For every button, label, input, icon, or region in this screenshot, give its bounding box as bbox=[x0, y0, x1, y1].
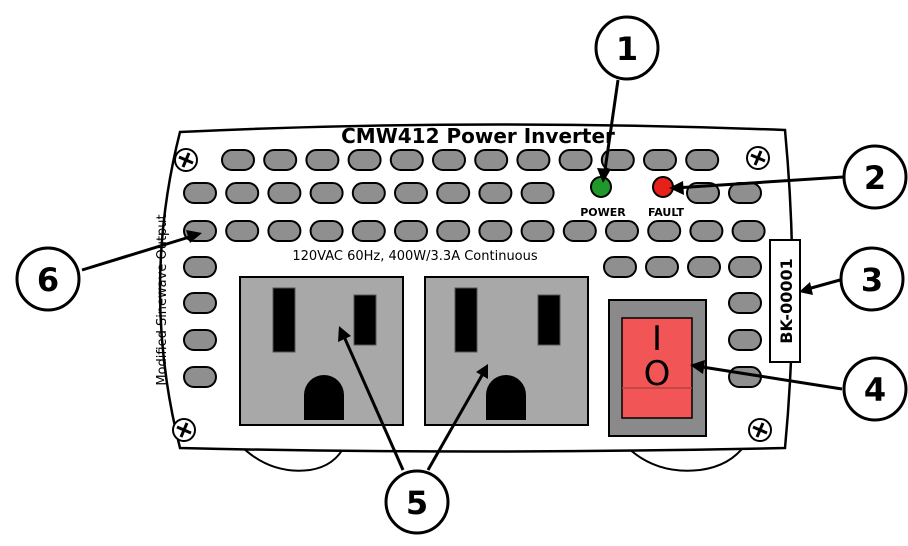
callout-5: 5 bbox=[384, 469, 450, 535]
power-switch[interactable]: I O bbox=[608, 299, 707, 437]
vent-slot bbox=[221, 149, 255, 171]
fault-led bbox=[652, 176, 674, 198]
rating-label: 120VAC 60Hz, 400W/3.3A Continuous bbox=[292, 249, 538, 264]
vent-slot bbox=[309, 182, 344, 204]
vent-slot bbox=[728, 329, 762, 351]
vent-slot bbox=[351, 220, 386, 242]
callout-2: 2 bbox=[842, 144, 908, 210]
vent-slot bbox=[474, 149, 509, 171]
vent-slot bbox=[183, 292, 217, 314]
vent-slot bbox=[645, 256, 679, 278]
vent-slot bbox=[389, 149, 424, 171]
vent-slot bbox=[394, 182, 428, 204]
vent-slot bbox=[605, 220, 639, 242]
vent-slot bbox=[351, 182, 386, 204]
callout-1: 1 bbox=[594, 15, 660, 81]
vent-slot bbox=[225, 182, 260, 204]
vent-slot bbox=[478, 220, 513, 242]
callout-number: 3 bbox=[861, 261, 883, 299]
vent-slot bbox=[600, 149, 635, 171]
vent-slot bbox=[603, 256, 637, 278]
vent-slot bbox=[558, 149, 593, 171]
screw-icon bbox=[174, 148, 198, 172]
product-title: CMW412 Power Inverter bbox=[341, 124, 615, 148]
vent-slot bbox=[436, 220, 471, 242]
vent-slot bbox=[267, 182, 302, 204]
vent-slot bbox=[347, 149, 382, 171]
callout-arrows bbox=[81, 79, 844, 471]
vent-slot bbox=[432, 149, 466, 171]
vent-slot bbox=[225, 220, 260, 242]
vent-slot bbox=[436, 182, 471, 204]
vent-slot bbox=[728, 182, 762, 204]
callout-number: 4 bbox=[864, 371, 886, 409]
vent-slot bbox=[305, 149, 340, 171]
arrowheads bbox=[186, 168, 813, 379]
callout-4: 4 bbox=[842, 356, 908, 422]
vent-slot bbox=[183, 256, 217, 278]
vent-slot bbox=[562, 220, 597, 242]
callout-number: 1 bbox=[616, 30, 638, 68]
screw-icon bbox=[748, 418, 772, 442]
vent-slot bbox=[263, 149, 298, 171]
vent-grille bbox=[183, 149, 766, 388]
vent-slot bbox=[478, 182, 513, 204]
vent-slot bbox=[728, 292, 762, 314]
switch-on-symbol: I bbox=[652, 319, 662, 359]
output-type-label: Modified Sinewave Output bbox=[155, 214, 170, 385]
screw-icon bbox=[172, 418, 196, 442]
fault-led-label: FAULT bbox=[648, 206, 685, 219]
vent-slot bbox=[394, 220, 428, 242]
callout-3: 3 bbox=[839, 246, 905, 312]
vent-slot bbox=[520, 182, 555, 204]
vent-slot bbox=[728, 256, 762, 278]
callout-6: 6 bbox=[15, 246, 81, 312]
vent-slot bbox=[309, 220, 344, 242]
vent-slot bbox=[267, 220, 302, 242]
vent-slot bbox=[183, 182, 217, 204]
vent-slot bbox=[520, 220, 555, 242]
ac-outlet bbox=[424, 276, 589, 426]
vent-slot bbox=[685, 149, 720, 171]
vent-slot bbox=[183, 366, 217, 388]
power-led bbox=[590, 176, 612, 198]
callout-number: 6 bbox=[37, 261, 59, 299]
power-led-label: POWER bbox=[580, 206, 626, 219]
vent-slot bbox=[516, 149, 551, 171]
serial-number: BK-00001 bbox=[777, 258, 796, 344]
vent-slot bbox=[643, 149, 677, 171]
serial-label-box bbox=[769, 239, 801, 363]
vent-slot bbox=[689, 220, 724, 242]
vent-slot bbox=[647, 220, 682, 242]
screw-icon bbox=[746, 146, 770, 170]
switch-off-symbol: O bbox=[644, 354, 671, 394]
vent-slot bbox=[183, 329, 217, 351]
vent-slot bbox=[687, 256, 721, 278]
ac-outlet bbox=[239, 276, 404, 426]
callout-number: 2 bbox=[864, 159, 886, 197]
vent-slot bbox=[731, 220, 766, 242]
callout-number: 5 bbox=[406, 484, 428, 522]
